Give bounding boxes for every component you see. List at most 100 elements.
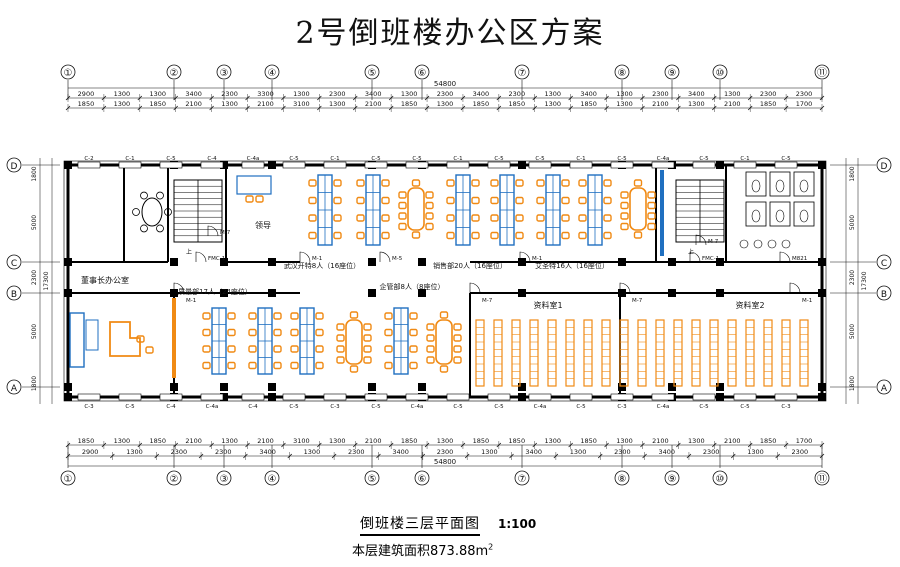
structural-column: [368, 289, 376, 297]
dim-value: 3400: [365, 90, 382, 98]
tea-table: [85, 319, 99, 351]
window-opening: [118, 393, 142, 401]
dim-value: 2300: [760, 90, 777, 98]
dim-value: 1300: [401, 90, 418, 98]
dim-value: 1300: [149, 90, 166, 98]
chair: [145, 346, 154, 354]
structural-column: [268, 161, 276, 169]
window-opening: [77, 393, 101, 401]
round-table-chair: [132, 208, 140, 216]
dim-value: 1300: [747, 448, 764, 456]
window-opening: [159, 393, 183, 401]
executive-desk: [109, 321, 141, 357]
structural-column: [64, 161, 72, 169]
window-tag: C-5: [535, 156, 545, 162]
room-label-enterprise: 企管部8人（8座位）: [380, 282, 445, 291]
axis-bubble: [814, 64, 830, 80]
window-opening: [569, 161, 593, 169]
chair: [248, 345, 257, 353]
chair: [471, 214, 480, 222]
chair: [384, 345, 393, 353]
window-opening: [282, 161, 306, 169]
chair: [363, 323, 372, 331]
chair: [384, 361, 393, 370]
dim-value: 2100: [652, 437, 669, 445]
chair: [426, 345, 435, 353]
window-tag: C-4: [248, 404, 258, 410]
chair: [439, 365, 449, 373]
dim-value: 1300: [688, 437, 705, 445]
chair: [227, 361, 236, 370]
axis-label-top: ②: [170, 68, 179, 79]
axis-label-bottom: ⑥: [418, 474, 427, 485]
chair: [453, 323, 462, 331]
window-tag: C-1: [740, 156, 749, 162]
door-tag: M-7: [482, 298, 493, 304]
structural-column: [418, 383, 426, 391]
dim-value: 1300: [221, 437, 238, 445]
sink-icon: [781, 239, 791, 249]
room-label-leader: 领导: [255, 220, 271, 230]
chair: [603, 196, 612, 205]
chair: [409, 345, 418, 353]
dim-value: 1850: [149, 437, 166, 445]
dim-value: 1700: [796, 437, 813, 445]
window-tag: C-3: [330, 404, 340, 410]
chair: [620, 201, 629, 210]
chair: [561, 179, 570, 187]
structural-column: [220, 383, 228, 391]
restroom-stall: [793, 201, 815, 227]
axis-label-top: ⑧: [618, 68, 627, 79]
window-tag: C-5: [699, 404, 709, 410]
partition-panel: [172, 298, 176, 378]
dim-value: 1300: [221, 100, 238, 108]
chair: [536, 196, 545, 205]
archive-shelf: [781, 319, 791, 387]
chair: [356, 179, 365, 187]
window-opening: [528, 161, 552, 169]
window-opening: [405, 161, 429, 169]
chair: [363, 345, 372, 353]
dim-value: 1850: [401, 100, 418, 108]
door-tag: M-7: [632, 298, 643, 304]
restroom-stall: [769, 201, 791, 227]
axis-bubble: [414, 470, 430, 486]
chair: [471, 196, 480, 205]
archive-shelf: [493, 319, 503, 387]
chair: [349, 311, 359, 319]
chair: [398, 222, 407, 231]
window-opening: [692, 393, 716, 401]
structural-column: [668, 289, 676, 297]
dim-value: 2900: [82, 448, 99, 456]
window-tag: C-3: [84, 404, 94, 410]
axis-bubble: [664, 470, 680, 486]
axis-bubble: [514, 470, 530, 486]
dim-value-vertical: 1800: [31, 166, 38, 181]
axis-label-bottom: ④: [268, 474, 277, 485]
window-opening: [446, 161, 470, 169]
dim-value: 1850: [78, 100, 95, 108]
dim-value: 2100: [724, 437, 741, 445]
toilet-icon: [751, 179, 761, 193]
structural-column: [716, 161, 724, 169]
axis-bubble: [614, 64, 630, 80]
dim-value: 1850: [509, 100, 526, 108]
structural-column: [518, 289, 526, 297]
axis-label-right: D: [881, 162, 888, 172]
door-tag: M-1: [802, 298, 812, 304]
room-label-archive2: 资料室2: [735, 300, 764, 310]
dim-value: 1300: [616, 90, 633, 98]
room-label-wuhan: 武汉开特8人（16座位）: [284, 261, 360, 270]
axis-label-top: ③: [220, 68, 229, 79]
dim-value: 1300: [114, 437, 131, 445]
structural-column: [818, 258, 826, 266]
chair: [290, 312, 299, 320]
structural-column: [368, 258, 376, 266]
window-tag: C-1: [330, 156, 339, 162]
structural-column: [668, 383, 676, 391]
chair: [273, 328, 282, 337]
dim-value: 2300: [796, 90, 813, 98]
window-tag: C-5: [453, 404, 463, 410]
window-tag: C-4a: [247, 156, 260, 162]
